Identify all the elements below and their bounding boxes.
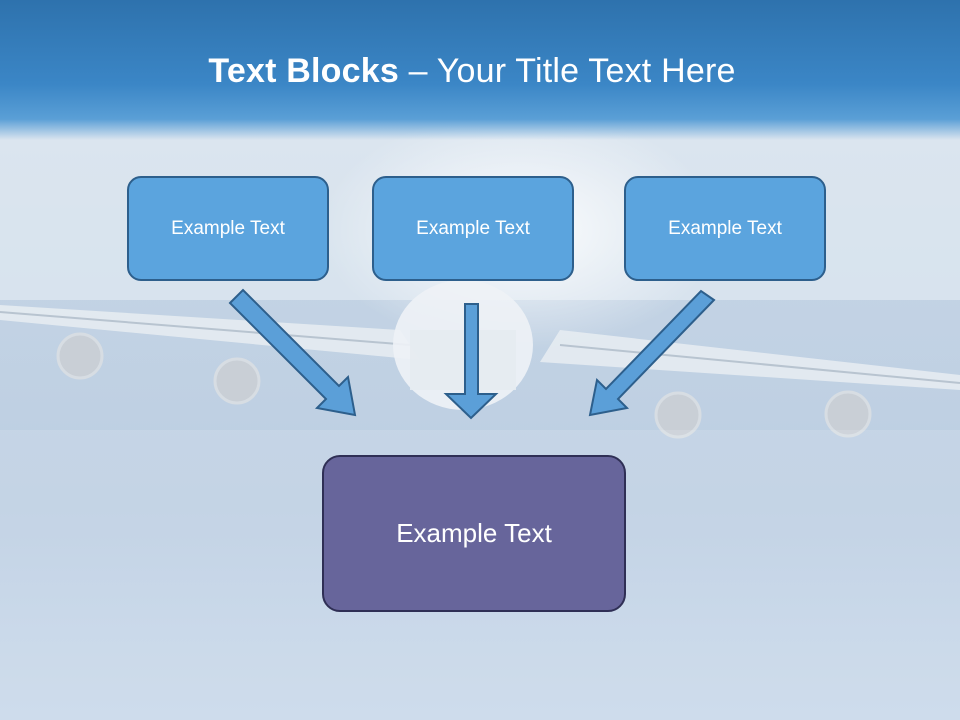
title-rest: Your Title Text Here	[436, 52, 736, 90]
arrow-center	[443, 303, 499, 420]
text-block-1-label: Example Text	[171, 217, 285, 239]
title-band	[0, 0, 960, 140]
text-block-2[interactable]: Example Text	[372, 176, 574, 281]
title-dash: –	[398, 52, 437, 90]
text-block-2-label: Example Text	[416, 217, 530, 239]
text-block-3[interactable]: Example Text	[624, 176, 826, 281]
slide-title: Text Blocks – Your Title Text Here	[0, 52, 944, 91]
center-text-block[interactable]: Example Text	[322, 455, 626, 612]
center-text-block-label: Example Text	[396, 518, 552, 548]
arrow-right	[588, 289, 716, 417]
arrow-left	[228, 288, 357, 417]
title-strong: Text Blocks	[208, 52, 399, 90]
text-block-3-label: Example Text	[668, 217, 782, 239]
text-block-1[interactable]: Example Text	[127, 176, 329, 281]
